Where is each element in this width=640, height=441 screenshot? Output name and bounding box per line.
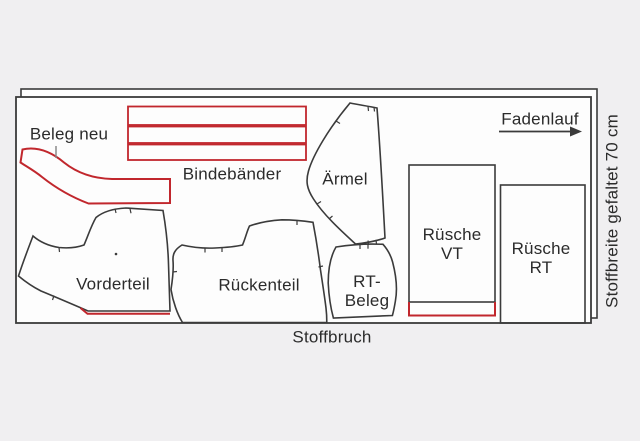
ruesche-rt-piece-outline xyxy=(499,184,586,324)
ruesche-vt-label: Rüsche VT xyxy=(423,225,482,263)
bindebaender-label: Bindebänder xyxy=(182,164,282,184)
rt-beleg-label-line2: Beleg xyxy=(344,291,390,310)
ruesche-vt-label-line1: Rüsche xyxy=(422,225,482,244)
beleg-neu-label: Beleg neu xyxy=(29,124,109,144)
ruesche-vt-piece-outline xyxy=(408,164,496,303)
bindeband-strip-1 xyxy=(127,105,307,126)
bindebaender-strips xyxy=(127,105,307,161)
notch-marks xyxy=(51,106,378,301)
bindeband-strip-2 xyxy=(127,125,307,144)
rueckenteil-label: Rückenteil xyxy=(218,275,300,295)
ruesche-vt-hem-red-line xyxy=(408,302,496,317)
bindeband-strip-3 xyxy=(127,143,307,161)
stoffbruch-label: Stoffbruch xyxy=(292,327,372,347)
stoffbreite-label: Stoffbreite gefaltet 70 cm xyxy=(602,114,622,308)
fadenlauf-arrow-icon xyxy=(499,126,582,137)
rt-beleg-label: RT- Beleg xyxy=(345,272,389,310)
vorderteil-hem-red-line xyxy=(79,307,170,315)
rueckenteil-piece-outline xyxy=(170,218,328,324)
vorderteil-label: Vorderteil xyxy=(76,274,150,294)
vorderteil-piece-outline xyxy=(17,207,171,312)
fadenlauf-label: Fadenlauf xyxy=(501,109,579,129)
rt-beleg-label-line1: RT- xyxy=(353,272,381,291)
ruesche-rt-label-line2: RT xyxy=(529,258,553,277)
ruesche-vt-label-line2: VT xyxy=(440,244,464,263)
rt-beleg-piece-outline xyxy=(327,243,398,319)
aermel-label: Ärmel xyxy=(322,169,368,189)
ruesche-rt-label-line1: Rüsche xyxy=(511,239,571,258)
ruesche-rt-label: Rüsche RT xyxy=(512,239,571,277)
vorderteil-punch-mark xyxy=(114,252,118,256)
